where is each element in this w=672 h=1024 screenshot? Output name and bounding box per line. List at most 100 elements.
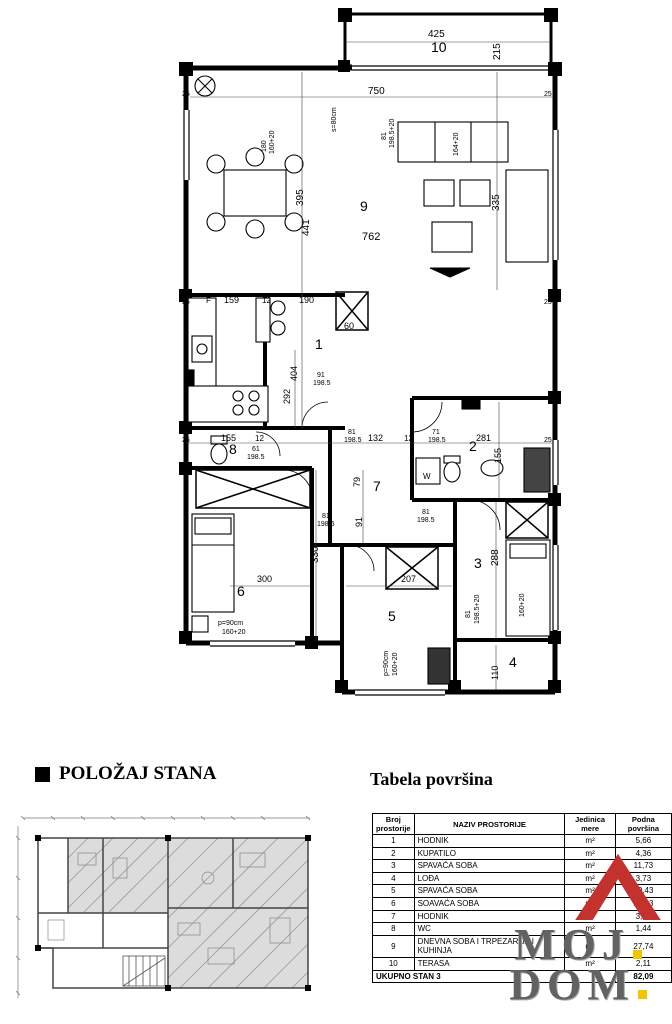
cell-name: DNEVNA SOBA I TRPEZARIJA I KUHINJA xyxy=(413,934,566,958)
logo-yellow-dot-icon xyxy=(632,950,642,959)
logo-word-dom: DOM xyxy=(488,963,668,1007)
site-stairs-icon xyxy=(122,955,166,987)
vanity-icon xyxy=(523,447,551,493)
cell-area: 27,74 xyxy=(614,934,672,958)
cell-num: 1 xyxy=(372,834,415,848)
dim-198-5: 198.5 xyxy=(417,517,435,524)
table-row: 2 KUPATILO m² 4,36 xyxy=(372,846,672,861)
dim-288: 288 xyxy=(490,549,501,566)
bathroom-fixture-icon xyxy=(461,399,481,410)
logo-moj-text: MOJ xyxy=(514,920,630,969)
furniture xyxy=(185,75,551,685)
dim-25: 25 xyxy=(182,91,190,98)
cell-num: 9 xyxy=(372,934,415,958)
room-label-1: 1 xyxy=(315,336,323,352)
cell-num: 3 xyxy=(372,859,415,873)
cell-area: 5,66 xyxy=(614,834,672,848)
cell-num: 2 xyxy=(372,846,415,861)
area-table: Broj prostorije NAZIV PROSTORIJE Jedinic… xyxy=(372,813,672,984)
dim-300: 300 xyxy=(257,574,272,584)
sink-icon xyxy=(480,459,504,477)
dining-table-icon xyxy=(223,169,287,217)
total-label: UKUPNO STAN 3 xyxy=(372,969,616,984)
room-label-6: 6 xyxy=(237,583,245,599)
dim-198-5: 198.5 xyxy=(317,521,335,528)
dim-W: W xyxy=(423,472,431,481)
dim-81: 81 xyxy=(381,132,388,140)
site-furniture-detail xyxy=(47,852,291,965)
dim-330: 330 xyxy=(310,546,321,563)
polozaj-stana-heading: POLOŽAJ STANA xyxy=(35,763,216,785)
dim-160-20: 160+20 xyxy=(392,652,399,676)
dim-25: 25 xyxy=(182,299,190,306)
dim-12: 12 xyxy=(262,296,271,305)
cell-num: 6 xyxy=(372,896,415,911)
dim-198-5-20: 198.5+20 xyxy=(474,595,481,624)
dim-441: 441 xyxy=(301,219,312,236)
tabela-povrsina-heading: Tabela površina xyxy=(370,769,493,789)
dim-132: 132 xyxy=(368,433,383,443)
dim-61: 61 xyxy=(252,446,260,453)
dim-198-5: 198.5 xyxy=(313,380,331,387)
logo-roof-icon xyxy=(575,853,661,920)
dim-12: 12 xyxy=(255,434,264,443)
dim-110: 110 xyxy=(490,666,500,680)
room-label-3: 3 xyxy=(474,555,482,571)
room-label-7: 7 xyxy=(373,478,381,494)
armchair-icon xyxy=(423,179,455,207)
dim-395: 395 xyxy=(295,189,306,206)
dim-155: 155 xyxy=(493,448,503,463)
dim-71: 71 xyxy=(432,429,440,436)
site-plan-drawing xyxy=(15,815,311,998)
dim-81: 81 xyxy=(422,509,430,516)
dim-p90: p=90cm xyxy=(383,651,390,676)
polozaj-stana-title: POLOŽAJ STANA xyxy=(59,763,217,784)
dim-160-20: 160+20 xyxy=(269,130,276,154)
dim-198-5: 198.5 xyxy=(247,454,265,461)
cell-area: 2,11 xyxy=(614,956,672,971)
header-podna: Podna površina xyxy=(614,813,672,835)
dimension-labels: 425 750 762 F 159 12 190 60 91 198.5 155… xyxy=(182,29,552,680)
table-header-row: Broj prostorije NAZIV PROSTORIJE Jedinic… xyxy=(372,813,672,835)
dim-292: 292 xyxy=(282,389,292,404)
dim-91: 91 xyxy=(317,372,325,379)
dim-160-20: 160+20 xyxy=(519,593,526,617)
table-total-row: UKUPNO STAN 3 82,09 xyxy=(372,969,672,984)
plan-partitions xyxy=(186,293,555,692)
apartment-hatch xyxy=(67,837,309,989)
cell-unit: m² xyxy=(564,934,616,958)
total-area: 82,09 xyxy=(614,969,672,984)
daybed-icon xyxy=(505,169,549,263)
dim-404: 404 xyxy=(289,366,299,381)
header-naziv: NAZIV PROSTORIJE xyxy=(413,813,566,835)
cell-num: 5 xyxy=(372,884,415,898)
dim-215: 215 xyxy=(492,43,503,60)
wall-pillars xyxy=(179,8,562,693)
dim-79: 79 xyxy=(352,477,362,487)
shafts xyxy=(195,291,549,590)
dim-198-5: 198.5 xyxy=(344,437,362,444)
dim-s80: s=80cm xyxy=(331,107,338,132)
dimension-lines xyxy=(186,41,553,690)
square-bullet-icon xyxy=(35,766,50,782)
cell-name: HODNIK xyxy=(413,834,566,848)
dim-198-5: 198.5 xyxy=(428,437,446,444)
dim-160-20: 160+20 xyxy=(222,629,246,636)
cell-num: 4 xyxy=(372,871,415,886)
dim-12: 12 xyxy=(404,434,413,443)
door-arcs xyxy=(255,401,501,572)
dim-25: 25 xyxy=(544,91,552,98)
site-pillars xyxy=(35,835,311,991)
site-dimension-ticks xyxy=(15,815,311,998)
dim-25: 25 xyxy=(544,437,552,444)
dim-425: 425 xyxy=(428,29,445,40)
header-broj: Broj prostorije xyxy=(372,813,415,835)
table-row: 9 DNEVNA SOBA I TRPEZARIJA I KUHINJA m² … xyxy=(372,934,672,958)
washing-machine-icon xyxy=(415,457,441,485)
dim-335: 335 xyxy=(491,194,502,211)
floor-plan: 10 9 1 2 8 7 6 5 3 4 425 750 762 F 159 1… xyxy=(179,8,562,696)
dim-281: 281 xyxy=(476,433,491,443)
room-label-9: 9 xyxy=(360,198,368,214)
logo-yellow-dot-icon xyxy=(637,990,647,1000)
room-label-10: 10 xyxy=(431,39,447,55)
